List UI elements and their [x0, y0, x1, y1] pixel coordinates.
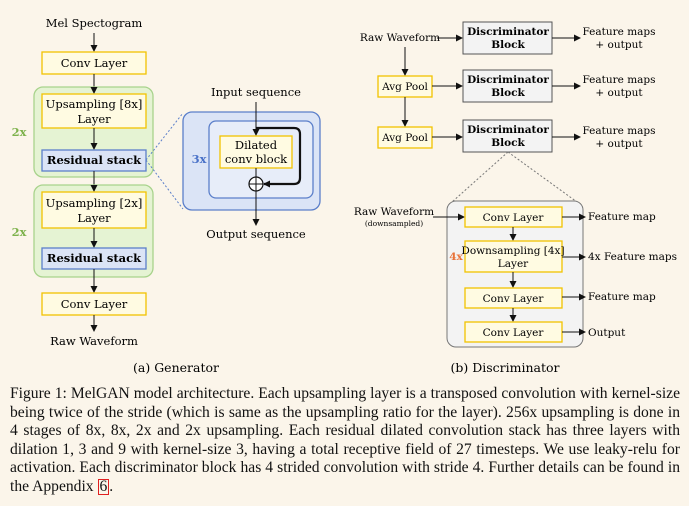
svg-text:+ output: + output: [595, 39, 643, 51]
melgan-architecture-diagram: Mel Spectogram Conv Layer 2x Upsampling …: [12, 16, 677, 375]
discriminator-panel: Raw Waveform Discriminator Block Feature…: [354, 21, 677, 375]
dilated-conv-block: [219, 135, 293, 169]
disc-input-label: Raw Waveform: [360, 32, 440, 44]
svg-text:Conv Layer: Conv Layer: [483, 293, 545, 305]
svg-text:+ output: + output: [595, 87, 643, 99]
svg-text:Upsampling [8x]: Upsampling [8x]: [46, 97, 143, 111]
svg-text:Discriminator: Discriminator: [467, 124, 549, 136]
svg-text:4x Feature maps: 4x Feature maps: [588, 251, 677, 263]
svg-text:Upsampling [2x]: Upsampling [2x]: [46, 196, 143, 210]
svg-text:Block: Block: [491, 39, 525, 51]
svg-text:Dilated: Dilated: [235, 138, 278, 152]
downsampling-multiplier: 4x: [449, 251, 463, 263]
upsampling-2x-layer: [41, 191, 147, 229]
discriminator-caption: (b) Discriminator: [450, 360, 559, 375]
svg-text:Discriminator: Discriminator: [467, 26, 549, 38]
skip-connection: [256, 126, 302, 188]
residual-stack-detail: 3x Input sequence Dilated conv block Out…: [145, 85, 321, 241]
svg-text:Layer: Layer: [77, 112, 111, 126]
svg-text:Conv Layer: Conv Layer: [483, 212, 545, 224]
svg-text:Feature map: Feature map: [588, 211, 656, 223]
svg-text:(downsampled): (downsampled): [365, 219, 423, 228]
svg-text:Conv Layer: Conv Layer: [483, 327, 545, 339]
svg-text:Residual stack: Residual stack: [47, 251, 142, 265]
svg-text:Feature map: Feature map: [588, 291, 656, 303]
svg-text:Conv Layer: Conv Layer: [61, 56, 128, 70]
svg-text:Feature maps: Feature maps: [582, 125, 655, 137]
figure-caption: Figure 1: MelGAN model architecture. Eac…: [10, 385, 680, 495]
generator-output-label: Raw Waveform: [50, 334, 138, 348]
svg-text:Avg Pool: Avg Pool: [381, 81, 428, 93]
svg-text:Block: Block: [491, 137, 525, 149]
residual-input-label: Input sequence: [211, 85, 301, 99]
svg-text:Block: Block: [491, 87, 525, 99]
residual-multiplier: 3x: [192, 152, 207, 166]
discriminator-block-detail: [446, 200, 584, 348]
svg-text:Layer: Layer: [77, 211, 111, 225]
upsampling-group-2-multiplier: 2x: [12, 225, 27, 239]
generator-panel: Mel Spectogram Conv Layer 2x Upsampling …: [12, 16, 219, 375]
detail-downsampling-layer: [464, 240, 563, 273]
svg-text:Layer: Layer: [498, 258, 529, 270]
svg-text:Conv Layer: Conv Layer: [61, 297, 128, 311]
discriminator-block-3: [462, 119, 553, 153]
svg-text:Feature maps: Feature maps: [582, 74, 655, 86]
svg-text:Avg Pool: Avg Pool: [381, 132, 428, 144]
svg-text:+ output: + output: [595, 138, 643, 150]
svg-text:Residual stack: Residual stack: [47, 153, 142, 167]
svg-text:Downsampling [4x]: Downsampling [4x]: [461, 245, 564, 257]
upsampling-group-1-multiplier: 2x: [12, 125, 27, 139]
appendix-reference-link[interactable]: 6: [97, 477, 110, 495]
svg-text:Feature maps: Feature maps: [582, 26, 655, 38]
generator-caption: (a) Generator: [133, 360, 219, 375]
svg-text:conv block: conv block: [225, 152, 288, 166]
svg-text:Discriminator: Discriminator: [467, 74, 549, 86]
residual-output-label: Output sequence: [206, 227, 306, 241]
generator-input-label: Mel Spectogram: [46, 16, 143, 30]
detail-input-label: Raw Waveform: [354, 206, 434, 218]
svg-text:Output: Output: [588, 327, 626, 339]
discriminator-block-1: [462, 21, 553, 55]
